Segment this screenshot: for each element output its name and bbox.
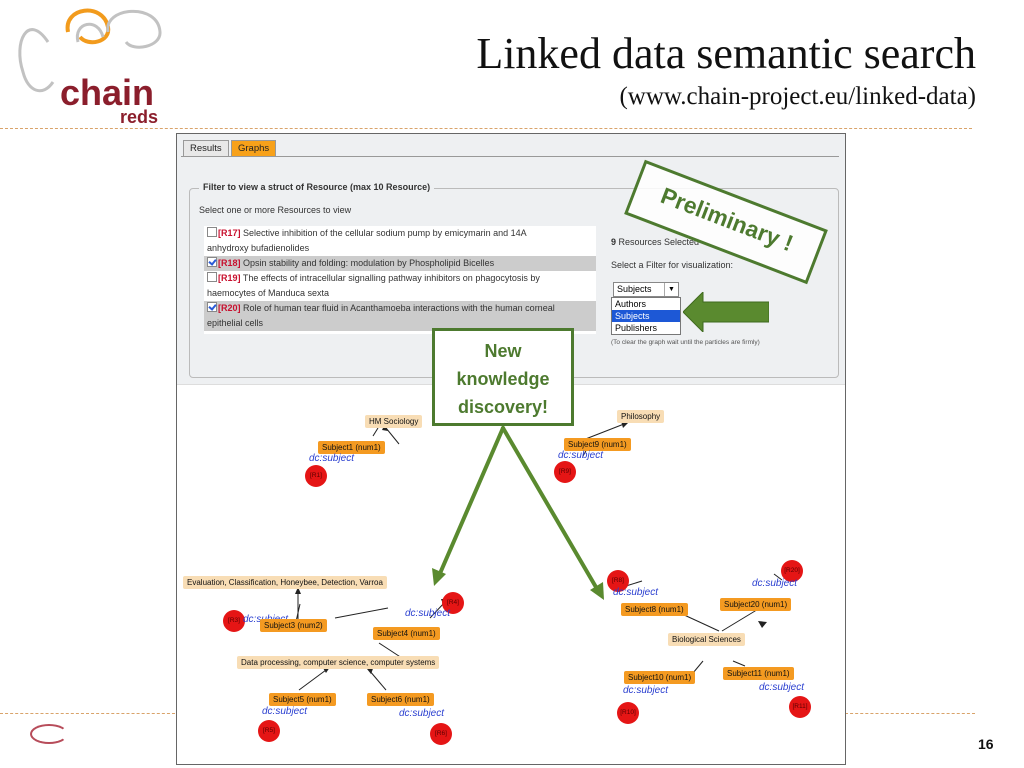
resource-title-continued: anhydroxy bufadienolides [207,243,310,253]
graph-predicate-label: dc:subject [613,587,659,598]
graph-subject-node[interactable]: Subject20 (num1) [720,598,792,611]
graph-subject-node[interactable]: Subject8 (num1) [621,603,688,616]
graph-predicate-label: dc:subject [262,706,308,717]
graph-resource-node[interactable]: [R20] [781,560,803,582]
resource-list[interactable]: [R17] Selective inhibition of the cellul… [204,226,596,334]
graph-subject-node[interactable]: Subject5 (num1) [269,693,336,706]
graph-predicate-label: dc:subject [558,450,604,461]
list-item[interactable]: [R17] Selective inhibition of the cellul… [204,226,596,241]
logo-word-reds: reds [120,107,158,124]
page-number: 16 [978,736,994,752]
filter-option[interactable]: Subjects [612,310,680,322]
selected-count-text: 9 Resources Selected [611,237,699,247]
filter-legend: Filter to view a struct of Resource (max… [199,182,435,192]
slide-subtitle: (www.chain-project.eu/linked-data) [619,83,976,110]
resource-id: [R18] [218,258,241,268]
header-divider [0,128,972,129]
resource-title: Role of human tear fluid in Acanthamoeba… [240,303,555,313]
graph-subject-node[interactable]: Subject4 (num1) [373,627,440,640]
footer-divider-left [0,713,175,714]
list-item[interactable]: [R20] Role of human tear fluid in Acanth… [204,301,596,316]
resource-title: Selective inhibition of the cellular sod… [240,228,527,238]
pointer-arrow-icon [683,292,769,332]
chevron-down-icon[interactable]: ▼ [664,283,678,296]
list-item[interactable]: [R19] The effects of intracellular signa… [204,271,596,286]
graph-resource-node[interactable]: [R8] [607,570,629,592]
filter-option[interactable]: Publishers [615,323,658,333]
graph-resource-node[interactable]: [R4] [442,592,464,614]
graph-resource-node[interactable]: [R10] [617,702,639,724]
chain-reds-logo: chain reds [8,2,178,127]
graph-literal-node[interactable]: Philosophy [617,410,665,423]
graph-predicate-label: dc:subject [309,453,355,464]
filter-option[interactable]: Authors [615,299,647,309]
graph-subject-node[interactable]: Subject11 (num1) [723,667,794,680]
graph-subject-node[interactable]: Subject1 (num1) [318,441,385,454]
graph-subject-node[interactable]: Subject6 (num1) [367,693,434,706]
graph-predicate-label: dc:subject [759,682,805,693]
checkbox-checked[interactable] [207,257,217,267]
slide-title: Linked data semantic search [476,29,976,78]
selected-count: 9 [611,237,617,247]
graph-predicate-label: dc:subject [623,685,669,696]
footer-divider-right [845,713,975,714]
graph-resource-node[interactable]: [R11] [789,696,811,718]
callout-line: New [484,341,522,361]
resource-title: Opsin stability and folding: modulation … [240,258,495,268]
graph-predicate-label: dc:subject [752,578,798,589]
tab-graphs[interactable]: Graphs [231,140,277,157]
resource-title: The effects of intracellular signalling … [240,273,540,283]
graph-literal-node[interactable]: Biological Sciences [668,633,745,646]
filter-instruction: Select a Filter for visualization: [611,260,734,270]
checkbox[interactable] [207,227,217,237]
checkbox-checked[interactable] [207,302,217,312]
graph-resource-node[interactable]: [R3] [223,610,245,632]
resource-title-continued: haemocytes of Manduca sexta [207,288,330,298]
graph-subject-node[interactable]: Subject3 (num2) [260,619,327,632]
graph-literal-node[interactable]: Evaluation, Classification, Honeybee, De… [183,576,387,589]
selected-count-label: Resources Selected [616,237,700,247]
graph-resource-node[interactable]: [R5] [258,720,280,742]
resource-title-continued: epithelial cells [204,316,596,331]
list-item[interactable]: [R18] Opsin stability and folding: modul… [204,256,596,271]
checkbox[interactable] [207,272,217,282]
filter-select-value: Subjects [617,284,652,294]
callout-line: knowledge [456,369,550,389]
tab-results[interactable]: Results [183,140,229,157]
footer-logo-mark [30,724,68,744]
graph-literal-node[interactable]: Data processing, computer science, compu… [237,656,440,669]
resource-id: [R17] [218,228,241,238]
graph-predicate-label: dc:subject [405,608,451,619]
graph-resource-node[interactable]: [R9] [554,461,576,483]
graph-resource-node[interactable]: [R6] [430,723,452,745]
filter-panel: Results Graphs Filter to view a struct o… [177,134,845,385]
graph-predicate-label: dc:subject [399,708,445,719]
tab-bar-divider [181,156,839,157]
graph-literal-node[interactable]: HM Sociology [365,415,423,428]
clear-graph-note: (To clear the graph wait until the parti… [611,339,760,346]
new-knowledge-callout: New knowledge discovery! [432,328,574,426]
graph-resource-node[interactable]: [R1] [305,465,327,487]
callout-line: discovery! [457,397,549,417]
resource-id: [R20] [218,303,241,313]
filter-select[interactable]: Subjects ▼ [613,282,679,297]
resource-id: [R19] [218,273,241,283]
logo-word-chain: chain [60,72,154,113]
filter-options-list[interactable]: Authors Subjects Publishers [611,297,681,335]
select-instruction: Select one or more Resources to view [199,205,352,215]
graph-subject-node[interactable]: Subject10 (num1) [624,671,696,684]
